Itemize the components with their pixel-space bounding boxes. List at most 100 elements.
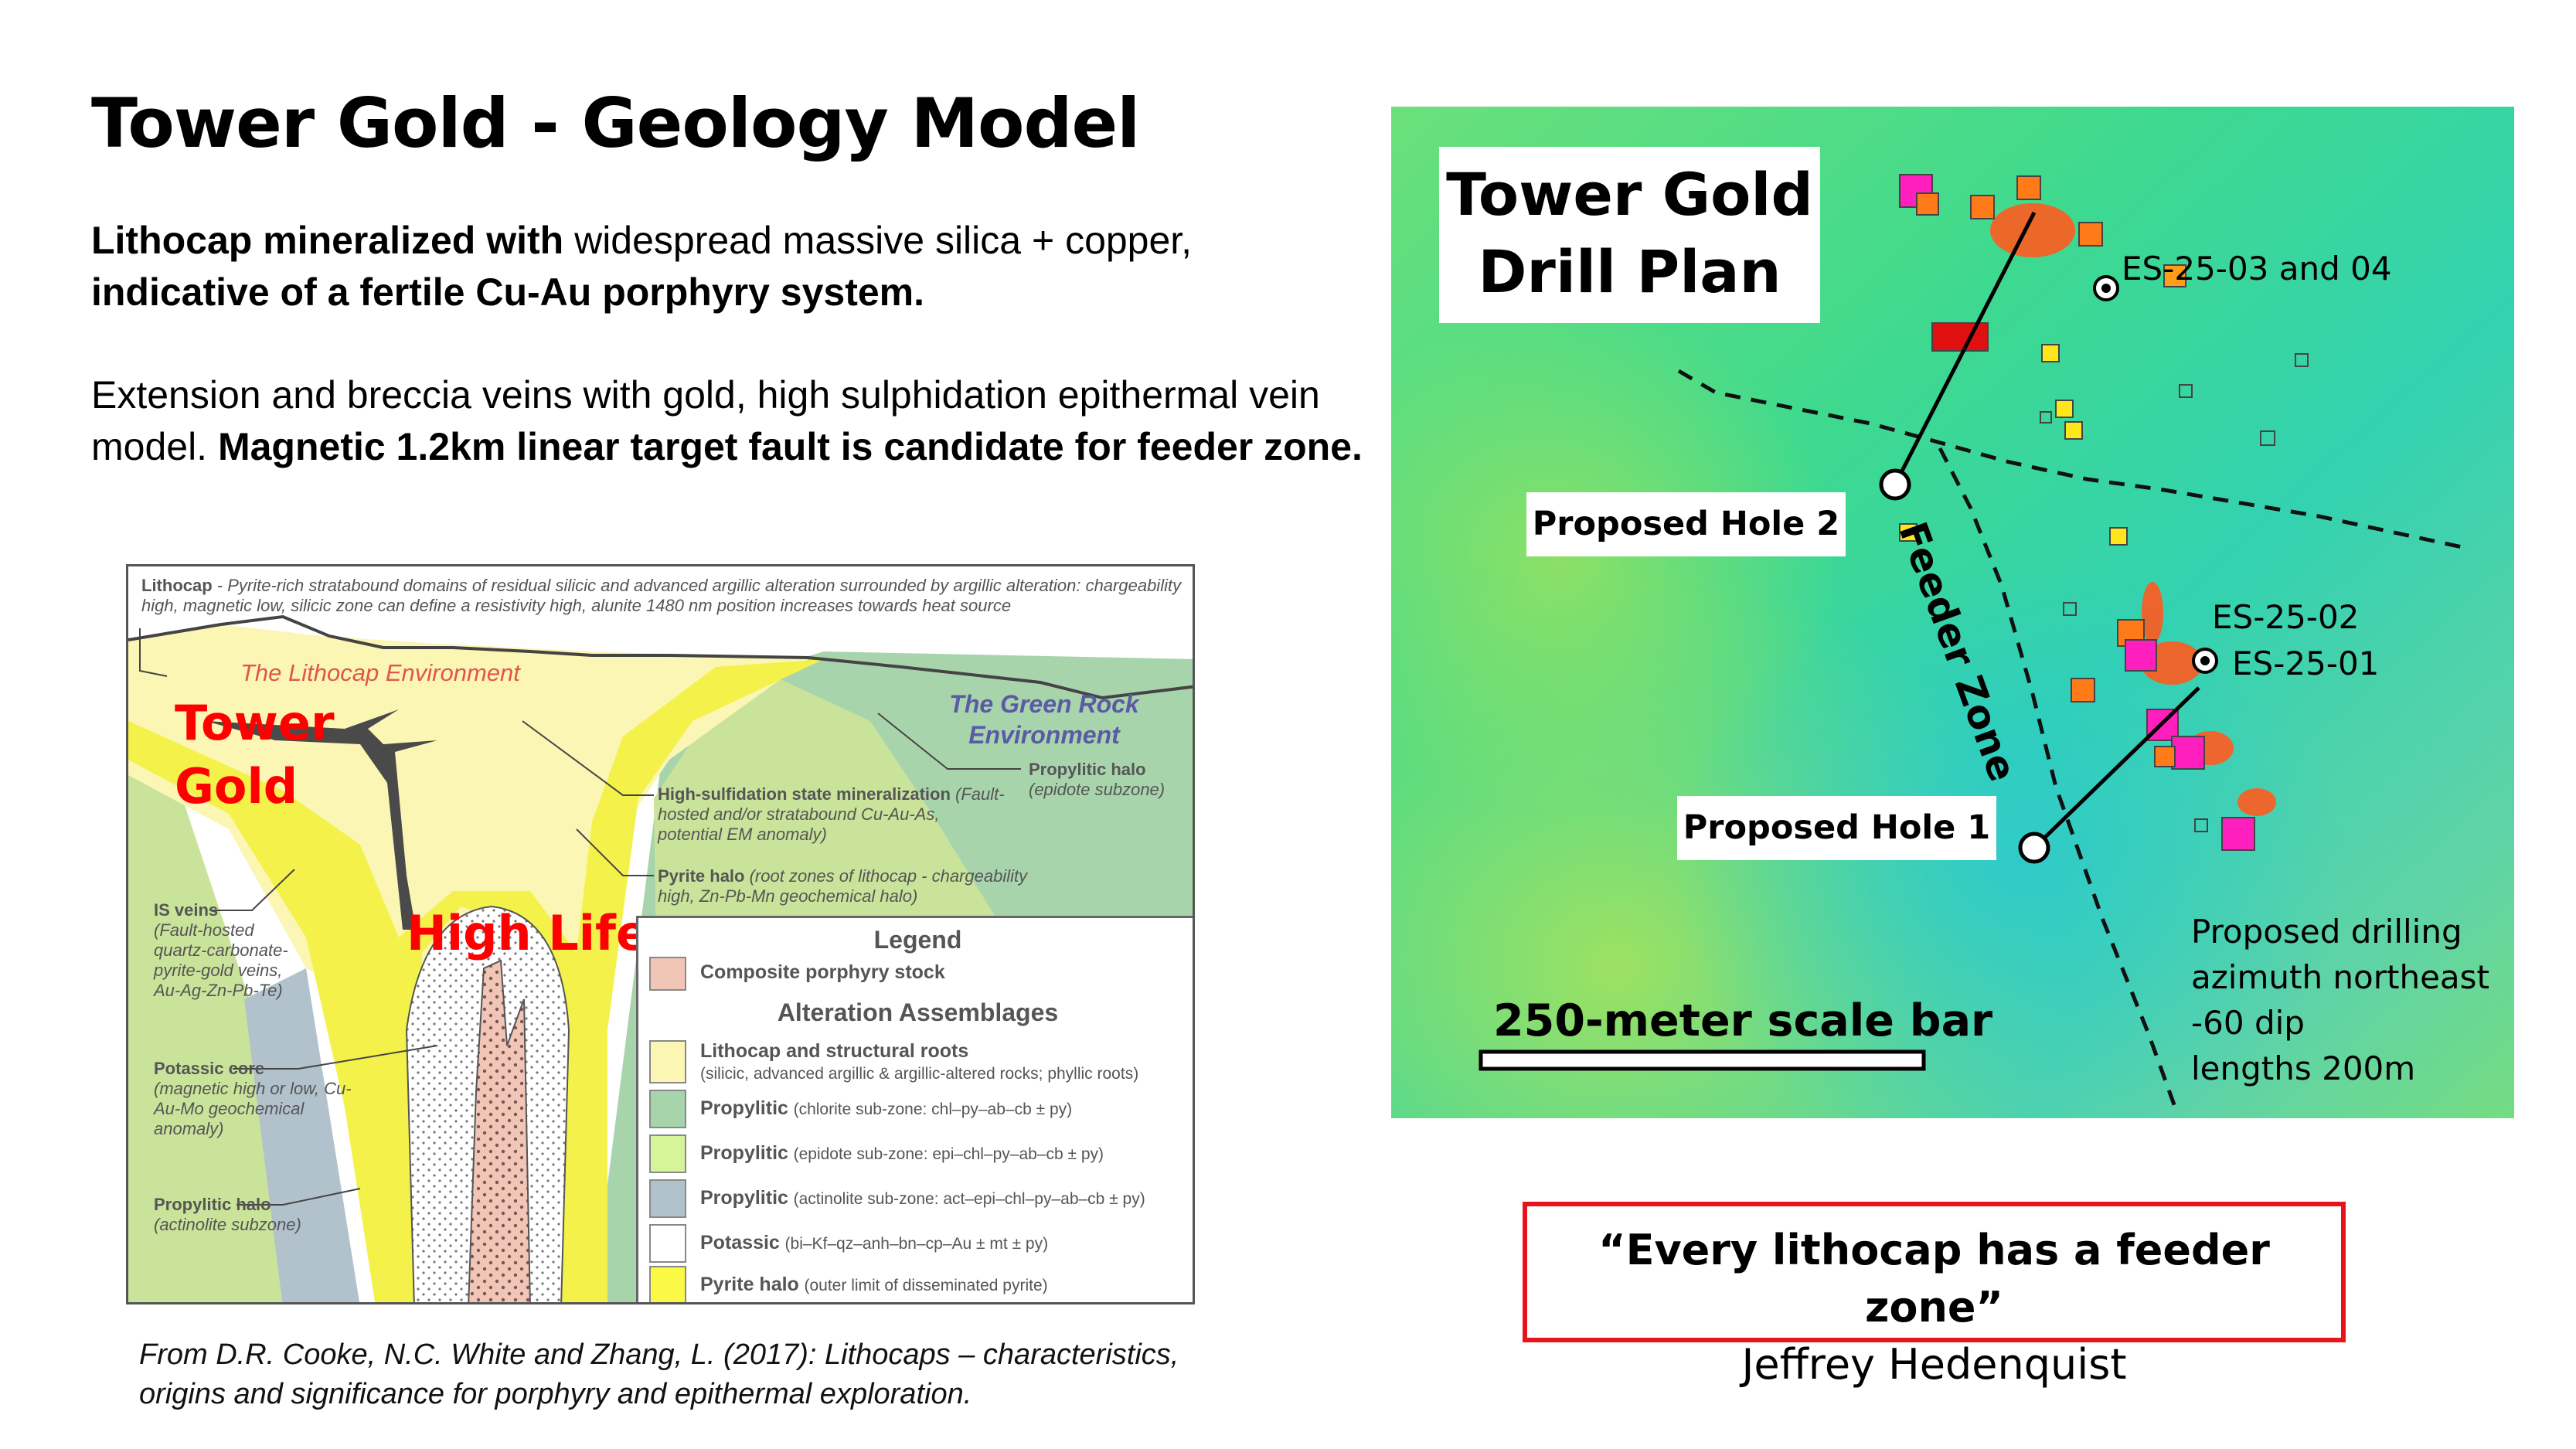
proposed-hole-1-label: Proposed Hole 1 <box>1677 796 1996 860</box>
legend-label: Propylitic <box>700 1142 788 1164</box>
geology-diagram: Lithocap - Pyrite-rich stratabound domai… <box>126 564 1195 1304</box>
legend-text: Propylitic (actinolite sub-zone: act–epi… <box>700 1179 1145 1210</box>
proposed-hole-1-collar <box>2018 832 2050 864</box>
para1-text: widespread massive silica + copper, <box>563 219 1193 262</box>
proposed-hole-2-label: Proposed Hole 2 <box>1526 492 1846 556</box>
porphyry-stock <box>468 959 531 1302</box>
porphyry-swatch <box>649 957 686 991</box>
legend-desc: (outer limit of disseminated pyrite) <box>804 1277 1048 1294</box>
model-paragraph: Extension and breccia veins with gold, h… <box>91 369 1382 473</box>
callout-desc: (magnetic high or low, Cu-Au-Mo geochemi… <box>154 1079 352 1138</box>
legend-item: Potassic (bi–Kf–qz–anh–bn–cp–Au ± mt ± p… <box>649 1224 1048 1263</box>
propylitic-actinolite-callout: Propylitic halo(actinolite subzone) <box>154 1195 355 1235</box>
drillhole-es-25-03-04-icon <box>2093 275 2119 301</box>
citation-line1: From D.R. Cooke, N.C. White and Zhang, L… <box>139 1338 1179 1371</box>
drilling-note-line: -60 dip <box>2191 1004 2305 1042</box>
drilling-note-line: Proposed drilling <box>2191 913 2462 951</box>
para1-bold2: indicative of a fertile Cu-Au porphyry s… <box>91 270 925 314</box>
scale-bar-label: 250-meter scale bar <box>1493 995 1993 1046</box>
proposed-hole-2-collar <box>1879 468 1911 501</box>
intro-paragraph: Lithocap mineralized with widespread mas… <box>91 215 1382 318</box>
lithocap-header-text: - Pyrite-rich stratabound domains of res… <box>141 576 1182 615</box>
para1-bold1: Lithocap mineralized with <box>91 219 564 262</box>
es-25-01-label: ES-25-01 <box>2232 645 2380 682</box>
map-title-line2: Drill Plan <box>1478 237 1781 306</box>
quote-author: Jeffrey Hedenquist <box>1741 1340 2127 1389</box>
feeder-zone-dashed-line <box>1938 447 2178 1110</box>
potassic-core-callout: Potassic core(magnetic high or low, Cu-A… <box>154 1059 355 1139</box>
legend-swatch <box>649 1266 686 1302</box>
is-veins-callout: IS veins(Fault-hosted quartz-carbonate-p… <box>154 900 289 1001</box>
gold-label: Gold <box>175 758 298 815</box>
callout-title: High-sulfidation state mineralization <box>658 784 951 804</box>
legend-text: Propylitic (epidote sub-zone: epi–chl–py… <box>700 1134 1104 1165</box>
legend-label: Propylitic <box>700 1187 788 1209</box>
drillhole-es-25-01-02-icon <box>2192 648 2218 674</box>
citation-line2: origins and significance for porphyry an… <box>139 1378 972 1410</box>
actinolite-zone <box>244 968 360 1302</box>
legend-text: Propylitic (chlorite sub-zone: chl–py–ab… <box>700 1090 1072 1121</box>
legend-desc: (silicic, advanced argillic & argillic-a… <box>700 1065 1139 1083</box>
legend-desc: (chlorite sub-zone: chl–py–ab–cb ± py) <box>793 1100 1073 1118</box>
legend-swatch <box>649 1179 686 1218</box>
callout-desc: (Fault-hosted and/or stratabound Cu-Au-A… <box>658 784 1005 844</box>
high-sulfidation-veins <box>206 709 437 930</box>
green-rock-line1: The Green Rock <box>949 690 1139 718</box>
drilling-note-line: lengths 200m <box>2191 1049 2416 1087</box>
callout-desc: (epidote subzone) <box>1029 780 1165 799</box>
legend-item: Propylitic (epidote sub-zone: epi–chl–py… <box>649 1134 1104 1173</box>
quote-box: “Every lithocap has a feeder zone” Jeffr… <box>1523 1202 2346 1389</box>
pyrite-halo-callout: Pyrite halo (root zones of lithocap - ch… <box>658 866 1060 906</box>
legend-text: Potassic (bi–Kf–qz–anh–bn–cp–Au ± mt ± p… <box>700 1224 1048 1255</box>
legend-label: Propylitic <box>700 1097 788 1119</box>
map-title-box: Tower Gold Drill Plan <box>1439 147 1820 323</box>
legend-desc: (epidote sub-zone: epi–chl–py–ab–cb ± py… <box>793 1145 1104 1163</box>
callout-title: Potassic core <box>154 1059 265 1078</box>
es-25-03-04-label: ES-25-03 and 04 <box>2122 250 2392 287</box>
callout-title: Propylitic halo <box>1029 760 1146 779</box>
lithocap-description: Lithocap - Pyrite-rich stratabound domai… <box>141 576 1185 616</box>
legend-text: Pyrite halo (outer limit of disseminated… <box>700 1266 1048 1297</box>
green-rock-environment-label: The Green Rock Environment <box>917 689 1172 750</box>
propylitic-epidote-callout: Propylitic halo(epidote subzone) <box>1029 760 1191 800</box>
legend-swatch <box>649 1134 686 1173</box>
legend-label: Pyrite halo <box>700 1274 799 1295</box>
citation: From D.R. Cooke, N.C. White and Zhang, L… <box>139 1335 1179 1414</box>
legend-item: Lithocap and structural roots (silicic, a… <box>649 1040 1138 1085</box>
legend-label: Composite porphyry stock <box>700 961 945 983</box>
legend-text: Lithocap and structural roots (silicic, a… <box>700 1040 1138 1085</box>
diagram-legend: Legend Composite porphyry stock Alterati… <box>636 916 1193 1302</box>
legend-label: Lithocap and structural roots <box>700 1040 969 1062</box>
legend-item: Propylitic (chlorite sub-zone: chl–py–ab… <box>649 1090 1072 1128</box>
lithocap-header-label: Lithocap <box>141 576 213 595</box>
topography-line <box>128 614 1193 700</box>
legend-title: Legend <box>873 926 962 954</box>
legend-subtitle: Alteration Assemblages <box>777 998 1059 1026</box>
drilling-note: Proposed drilling azimuth northeast -60 … <box>2191 909 2489 1091</box>
legend-desc: (actinolite sub-zone: act–epi–chl–py–ab–… <box>793 1190 1145 1208</box>
drill-plan-map: Tower Gold Drill Plan ES-25-03 and 04 ES… <box>1391 107 2514 1118</box>
legend-label: Potassic <box>700 1232 780 1253</box>
callout-title: Propylitic halo <box>154 1195 271 1214</box>
pyrite-halo-zone <box>128 659 824 1302</box>
proposed-hole-1-trace <box>2033 686 2200 849</box>
legend-item: Propylitic (actinolite sub-zone: act–epi… <box>649 1179 1145 1218</box>
tower-label: Tower <box>175 695 335 751</box>
legend-swatch <box>649 1224 686 1263</box>
legend-swatch <box>649 1040 686 1083</box>
legend-item-stock: Composite porphyry stock <box>649 957 945 991</box>
lithocap-environment-label: The Lithocap Environment <box>240 659 520 686</box>
page-title: Tower Gold - Geology Model <box>91 83 1140 163</box>
callout-title: IS veins <box>154 900 219 920</box>
fault-line-dashed <box>1677 369 2470 551</box>
legend-swatch <box>649 1090 686 1128</box>
quote-text: “Every lithocap has a feeder zone” <box>1598 1226 2270 1332</box>
legend-text: Composite porphyry stock <box>700 957 945 984</box>
callout-desc: (actinolite subzone) <box>154 1215 301 1234</box>
green-rock-line2: Environment <box>968 721 1120 749</box>
legend-item: Pyrite halo (outer limit of disseminated… <box>649 1266 1048 1302</box>
high-sulfidation-callout: High-sulfidation state mineralization (F… <box>658 784 1006 845</box>
proposed-hole-2-trace <box>1893 211 2037 486</box>
es-25-02-label: ES-25-02 <box>2212 598 2360 636</box>
scale-bar <box>1479 1049 1926 1071</box>
